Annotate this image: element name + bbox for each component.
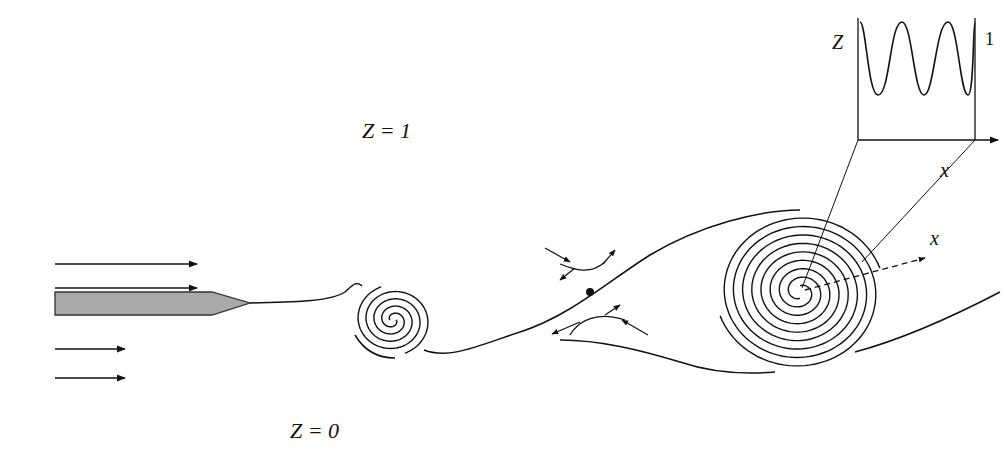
profile-inset [802, 18, 998, 290]
annotation-label: Z = 1 [362, 120, 411, 142]
vortex-spirals [358, 218, 880, 366]
annotation-label: x [930, 228, 939, 248]
annotation-label: Z = 0 [290, 420, 339, 442]
annotation-label: Z [832, 32, 843, 52]
saddle-point-streamlines [545, 248, 648, 335]
spiral-arm [358, 287, 420, 349]
annotation-label: x [940, 160, 949, 180]
splitter-plate [55, 292, 250, 315]
spiral-arm [720, 227, 876, 366]
annotation-label: 1 [985, 30, 994, 48]
inflow-arrows [55, 264, 197, 378]
stagnation-point [586, 288, 594, 296]
